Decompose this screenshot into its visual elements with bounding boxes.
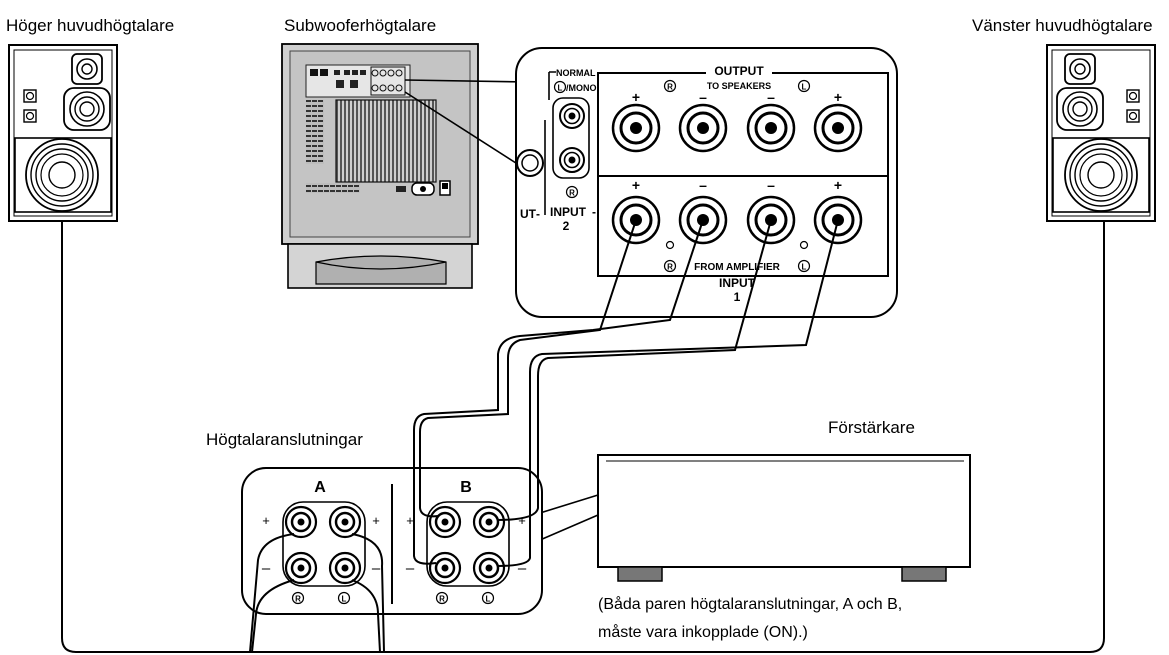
note-line-2: måste vara inkopplade (ON).) — [598, 624, 808, 641]
b-r-symbol: R — [439, 595, 445, 604]
b-l-symbol: L — [486, 595, 491, 604]
b-plus-right: + — [518, 513, 526, 528]
input1-label: INPUT — [719, 276, 756, 290]
output-label: OUTPUT — [714, 64, 764, 78]
left-main-speaker-label: Vänster huvudhögtalare — [972, 16, 1153, 35]
a-plus-left: + — [262, 513, 270, 528]
out-r-minus: – — [699, 89, 707, 105]
output-binding-posts — [611, 103, 863, 153]
group-a-label: A — [314, 479, 326, 496]
b-plus-left: + — [406, 513, 414, 528]
out-l-symbol: L — [802, 83, 807, 92]
terminal-b-cables — [413, 219, 839, 567]
in-l-symbol: L — [802, 263, 807, 272]
partial-out-tick: - — [536, 207, 540, 221]
normal-label: NORMAL — [556, 68, 596, 78]
a-minus-right: – — [372, 560, 381, 577]
right-main-speaker — [8, 44, 118, 222]
input2-r-symbol: R — [569, 189, 575, 198]
terminal-a-cables — [249, 533, 385, 653]
from-amplifier-label: FROM AMPLIFIER — [694, 262, 781, 273]
a-l-symbol: L — [342, 595, 347, 604]
zoom-callout-lines — [404, 79, 531, 173]
a-plus-right: + — [372, 513, 380, 528]
out-l-plus: + — [834, 89, 842, 105]
amplifier-label: Förstärkare — [828, 418, 915, 437]
in-l-minus: – — [767, 177, 775, 193]
in-l-plus: + — [834, 177, 842, 193]
in-r-plus: + — [632, 177, 640, 193]
mono-label: /MONO — [566, 83, 597, 93]
input2-tick: - — [592, 205, 596, 219]
out-r-plus: + — [632, 89, 640, 105]
b-minus-right: – — [518, 560, 527, 577]
a-minus-left: – — [262, 560, 271, 577]
a-r-symbol: R — [295, 595, 301, 604]
main-speaker-cable — [61, 221, 1105, 653]
in-r-symbol: R — [667, 263, 673, 272]
to-speakers-label: TO SPEAKERS — [707, 81, 771, 91]
input1-number: 1 — [734, 290, 741, 304]
left-main-speaker — [1046, 44, 1156, 222]
amplifier — [597, 454, 971, 582]
amp-zoom-callout — [539, 494, 599, 541]
subwoofer-speaker-label: Subwooferhögtalare — [284, 16, 437, 35]
out-r-symbol: R — [667, 83, 673, 92]
b-minus-left: – — [406, 560, 415, 577]
speaker-terminals-panel: A B + + – – R L — [241, 467, 543, 615]
mono-l-symbol: L — [558, 84, 563, 93]
rear-panel-zoom: NORMAL L /MONO R UT - INPUT - 2 — [515, 47, 898, 318]
out-l-minus: – — [767, 89, 775, 105]
subwoofer — [281, 43, 479, 289]
partial-out-label: UT — [520, 207, 537, 221]
input2-number: 2 — [563, 219, 570, 233]
note-line-1: (Båda paren högtalaranslutningar, A och … — [598, 596, 903, 613]
input2-label: INPUT — [550, 205, 587, 219]
right-main-speaker-label: Höger huvudhögtalare — [6, 16, 175, 35]
in-r-minus: – — [699, 177, 707, 193]
speaker-terminals-label: Högtalaranslutningar — [206, 430, 363, 449]
group-b-label: B — [460, 479, 472, 496]
